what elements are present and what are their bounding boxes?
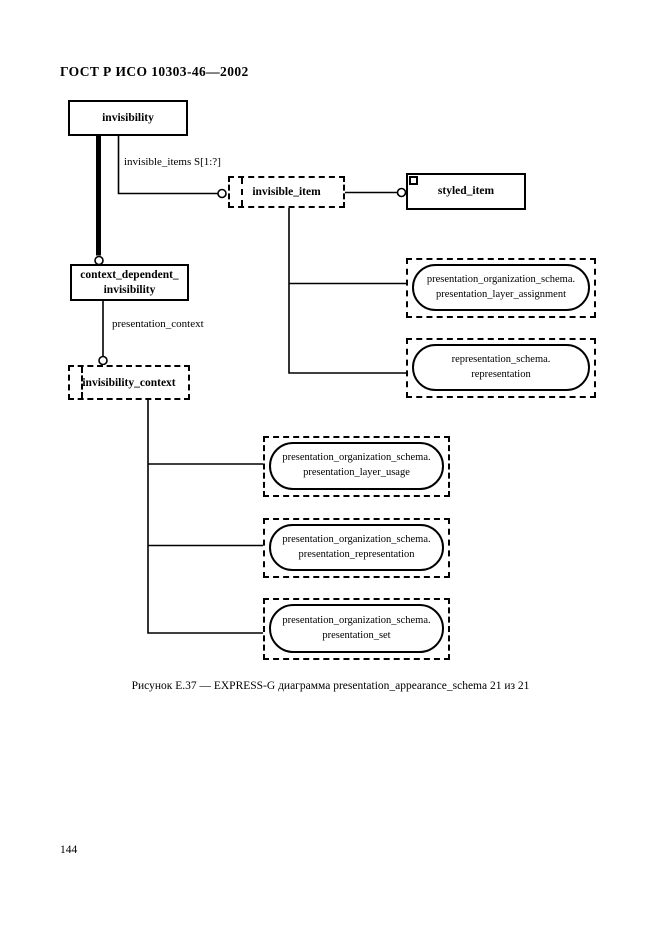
ref-oval: representation_schema. representation: [412, 344, 590, 391]
ref-line1: presentation_organization_schema.: [426, 273, 576, 285]
select-invisibility-context-label: invisibility_context: [82, 376, 176, 389]
entity-invisibility-label: invisibility: [102, 111, 154, 124]
tree-invisible-item-refs: [288, 208, 407, 374]
ref-representation: representation_schema. representation: [406, 338, 596, 398]
select-double-bar: [81, 367, 83, 398]
figure-caption: Рисунок Е.37 — EXPRESS-G диаграмма prese…: [131, 680, 530, 692]
page-number: 144: [60, 844, 78, 856]
relation-circle-invisible-item: [217, 188, 227, 199]
ref-presentation-representation: presentation_organization_schema. presen…: [263, 518, 450, 578]
ref-line2: representation: [471, 368, 531, 380]
ref-line1: representation_schema.: [451, 353, 551, 365]
attr-label-invisible-items: invisible_items S[1:?]: [124, 156, 221, 168]
page-title: ГОСТ Р ИСО 10303-46—2002: [60, 64, 249, 79]
relation-circle-invisibility-context: [98, 355, 108, 366]
entity-context-dependent-invisibility: context_dependent_ invisibility: [70, 264, 189, 301]
select-invisibility-context: invisibility_context: [68, 365, 190, 400]
ref-oval: presentation_organization_schema. presen…: [269, 442, 444, 490]
ref-oval: presentation_organization_schema. presen…: [269, 604, 444, 653]
ref-line1: presentation_organization_schema.: [282, 452, 431, 464]
select-double-bar: [241, 178, 243, 206]
ref-line2: presentation_representation: [298, 548, 415, 560]
relation-circle-styled-item: [396, 187, 407, 198]
ref-presentation-layer-usage: presentation_organization_schema. presen…: [263, 436, 450, 497]
composed-corner-square-icon: [409, 176, 418, 185]
tree-invisibility-context-refs: [147, 400, 265, 634]
attr-label-presentation-context: presentation_context: [112, 318, 204, 330]
ref-oval: presentation_organization_schema. presen…: [269, 524, 444, 571]
ref-line1: presentation_organization_schema.: [282, 533, 431, 545]
ref-line2: presentation_set: [322, 629, 391, 641]
ref-presentation-layer-assignment: presentation_organization_schema. presen…: [406, 258, 596, 318]
entity-invisibility: invisibility: [68, 100, 188, 136]
entity-cdi-label-line1: context_dependent_: [80, 269, 179, 282]
entity-styled-item-label: styled_item: [437, 185, 495, 198]
entity-cdi-label-line2: invisibility: [103, 283, 156, 296]
select-invisible-item-label: invisible_item: [252, 186, 321, 198]
ref-line2: presentation_layer_usage: [303, 467, 410, 478]
ref-oval: presentation_organization_schema. presen…: [412, 264, 590, 311]
ref-presentation-set: presentation_organization_schema. presen…: [263, 598, 450, 660]
select-invisible-item: invisible_item: [228, 176, 345, 208]
ref-line1: presentation_organization_schema.: [282, 614, 431, 626]
ref-line2: presentation_layer_assignment: [435, 288, 567, 300]
entity-styled-item: styled_item: [406, 173, 526, 210]
